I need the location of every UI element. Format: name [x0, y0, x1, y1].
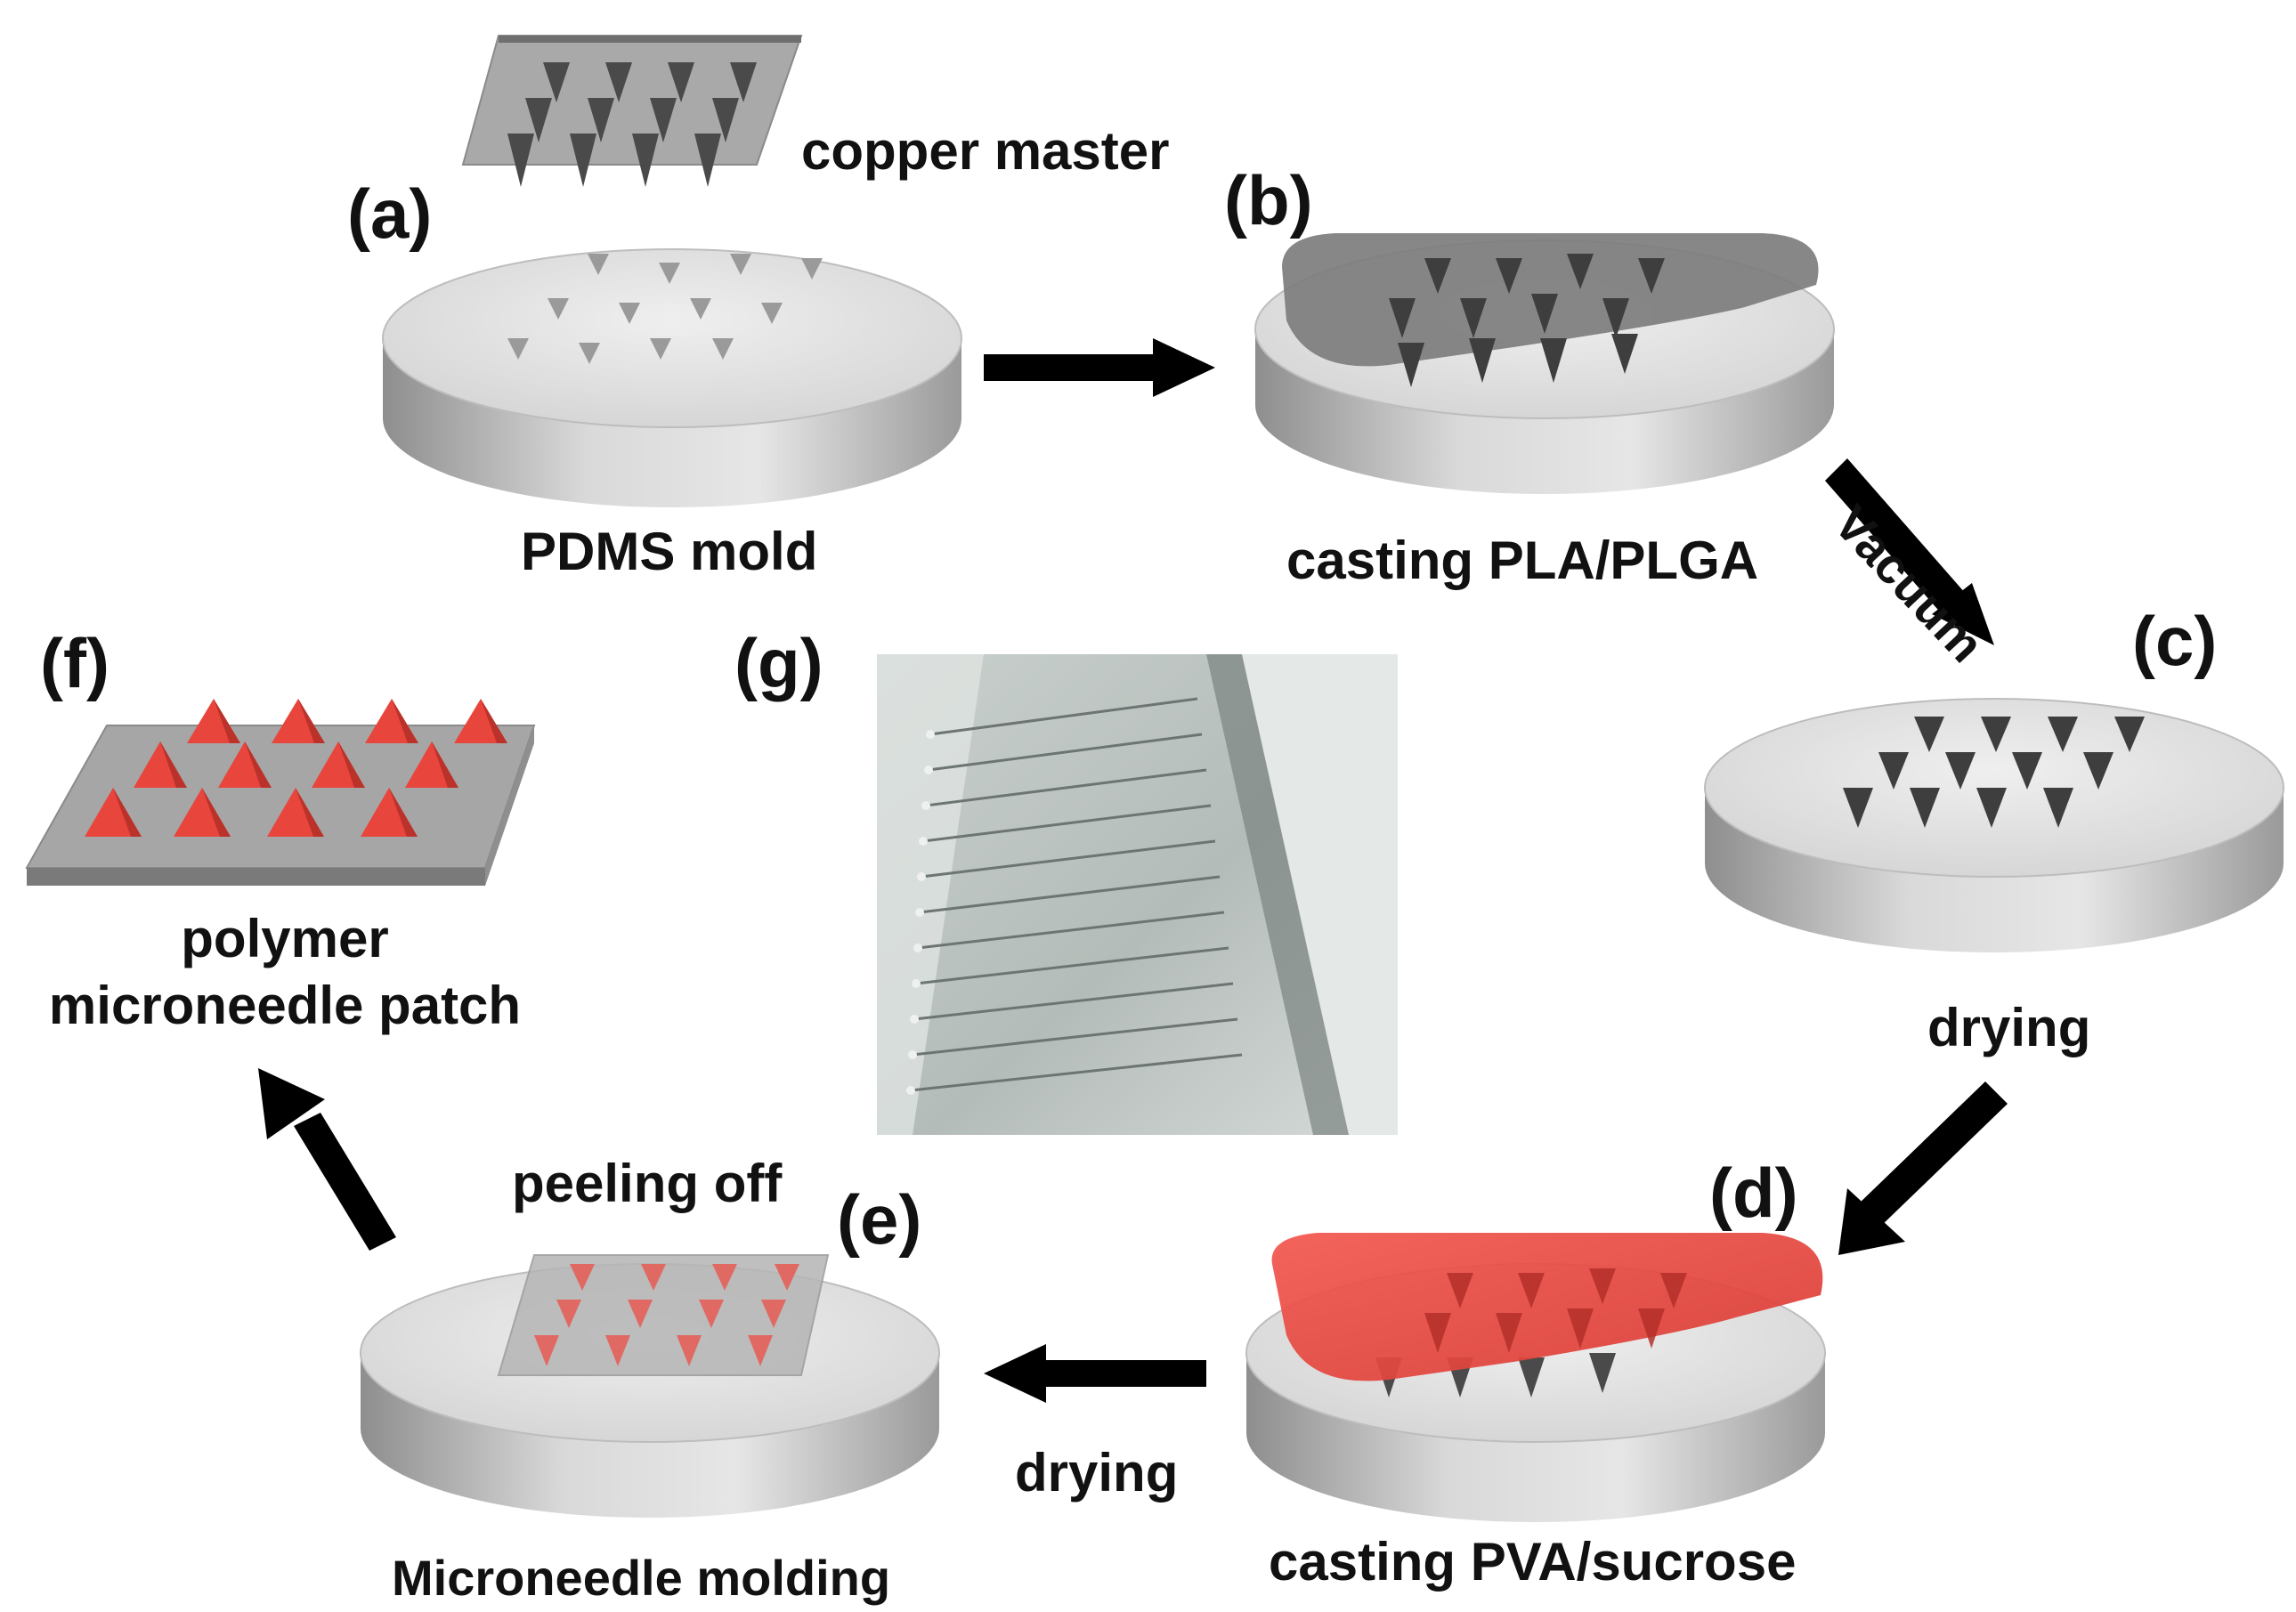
copper-master-needles — [507, 62, 757, 187]
panel-label-e: (e) — [837, 1180, 922, 1259]
panel-label-c: (c) — [2132, 602, 2218, 680]
caption-casting-pva: casting PVA/sucrose — [1269, 1532, 1797, 1592]
arrow-c-to-d — [1838, 1081, 2008, 1255]
panel-label-a: (a) — [347, 174, 433, 253]
pva-layer — [1271, 1233, 1823, 1381]
molded-needles — [534, 1264, 799, 1366]
caption-drying-c: drying — [1927, 998, 2091, 1057]
caption-copper-master: copper master — [801, 121, 1170, 181]
panel-label-d: (d) — [1709, 1154, 1798, 1232]
patch-needles — [85, 699, 507, 837]
pva-needles — [1424, 1268, 1687, 1353]
arrow-d-to-e — [984, 1344, 1206, 1403]
caption-drying-e: drying — [1015, 1443, 1179, 1503]
pdms-mold-disk — [382, 248, 962, 507]
caption-casting-pla: casting PLA/PLGA — [1286, 531, 1759, 590]
arrow-e-to-f — [258, 1068, 396, 1251]
panel-label-f: (f) — [40, 624, 110, 702]
caption-patch-line1: polymer — [181, 909, 389, 968]
panel-label-b: (b) — [1224, 161, 1313, 239]
arrow-a-to-b — [984, 338, 1215, 397]
mold-cavities — [507, 254, 823, 364]
pla-needles — [1389, 254, 1665, 387]
arrow-b-to-c — [1825, 458, 1994, 645]
panel-label-g: (g) — [734, 624, 823, 702]
caption-peeling-off: peeling off — [512, 1154, 783, 1213]
caption-pdms-mold: PDMS mold — [521, 522, 818, 581]
dried-needles — [1843, 717, 2145, 828]
caption-patch-line2: microneedle patch — [48, 976, 522, 1035]
microneedle-photo — [877, 654, 1398, 1135]
caption-microneedle-molding: Microneedle molding — [392, 1550, 891, 1606]
